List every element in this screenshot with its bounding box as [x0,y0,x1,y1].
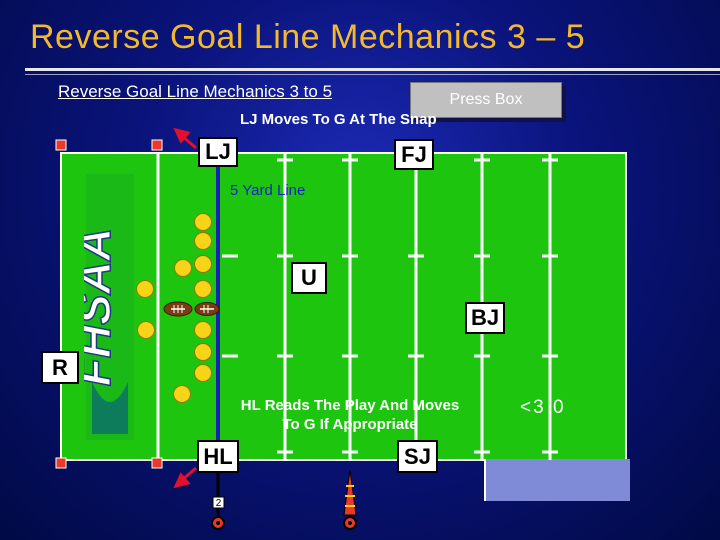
official-hl: HL [197,440,239,473]
game-clock: <3 0 [520,397,566,418]
svg-text:2: 2 [216,498,222,509]
title-underline [25,68,720,71]
official-lj: LJ [198,137,238,167]
five-yard-line-label: 5 Yard Line [230,182,306,199]
pylon-icon [151,457,163,469]
official-fj: FJ [394,139,434,170]
player-icon [194,364,212,382]
player-icon [174,259,192,277]
official-bj: BJ [465,302,505,334]
player-icon [194,255,212,273]
chain-pole-icon [343,469,357,530]
player-icon [194,343,212,361]
pylon-icon [55,457,67,469]
player-icon [173,385,191,403]
official-sj: SJ [397,440,438,473]
hl-instruction: HL Reads The Play And Moves To G If Appr… [240,397,460,433]
svg-text:FHSAA: FHSAA [84,228,120,386]
down-marker-icon: 2 [211,470,225,530]
player-icon [194,321,212,339]
official-u: U [291,262,327,294]
player-icon [194,232,212,250]
football-icon [194,302,220,316]
player-icon [194,213,212,231]
slide-title: Reverse Goal Line Mechanics 3 – 5 [30,18,586,56]
player-icon [136,280,154,298]
press-box: Press Box [410,82,562,118]
sideline-box [484,459,630,501]
pylon-icon [55,139,67,151]
lj-instruction: LJ Moves To G At The Snap [240,111,437,128]
football-field [60,152,627,461]
player-icon [137,321,155,339]
official-r: R [41,351,79,384]
title-underline-thin [25,74,720,75]
slide-subtitle: Reverse Goal Line Mechanics 3 to 5 [58,82,333,101]
fhsaa-logo: FHSAA [67,172,136,442]
football-icon [163,301,193,317]
pylon-icon [151,139,163,151]
player-icon [194,280,212,298]
